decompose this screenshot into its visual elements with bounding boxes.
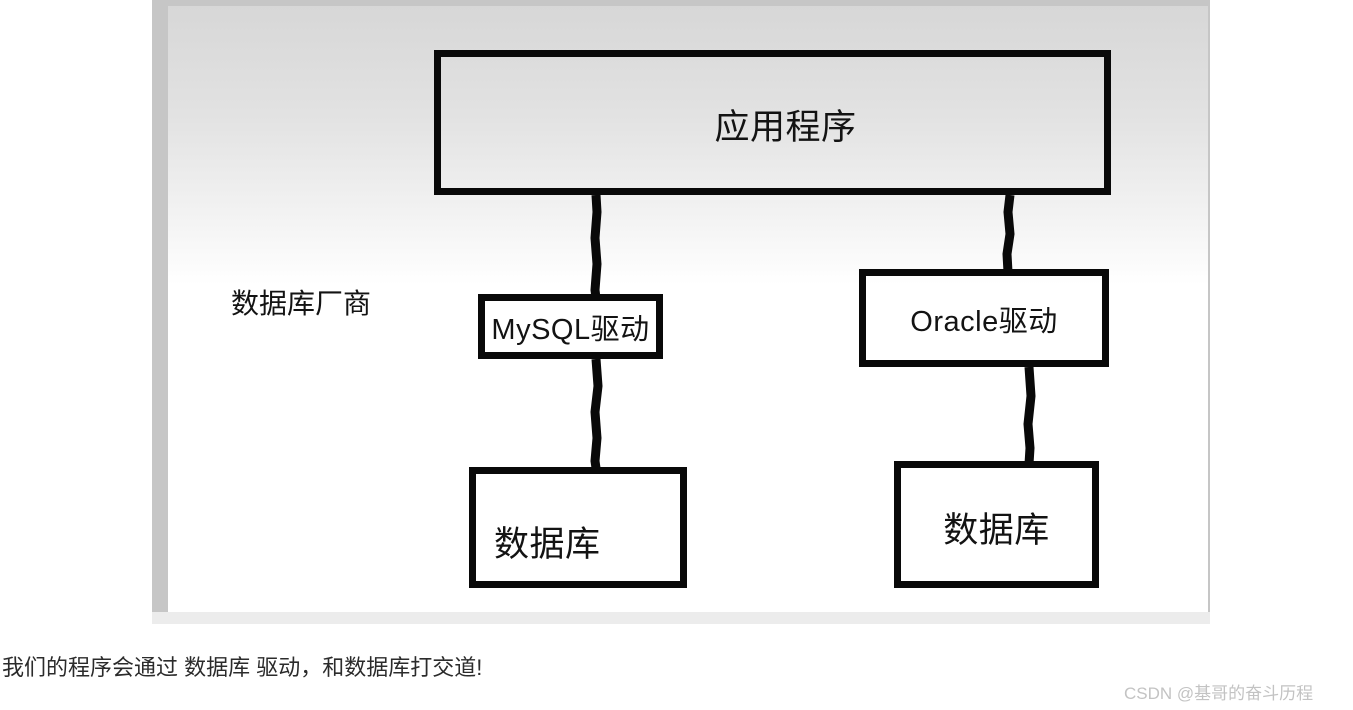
- connector-oracle-to-database: [1023, 366, 1036, 465]
- application-box: 应用程序: [434, 50, 1111, 195]
- csdn-watermark: CSDN @基哥的奋斗历程: [1124, 684, 1314, 703]
- application-box-label: 应用程序: [714, 108, 857, 147]
- database-vendor-label: 数据库厂商: [231, 288, 372, 319]
- mysql-driver-box-label: MySQL驱动: [491, 314, 650, 346]
- slide-canvas: 应用程序 MySQL驱动 Oracle驱动 数据库 数据库 数据库厂商: [168, 6, 1208, 612]
- database-box-right-label: 数据库: [943, 511, 1050, 550]
- connector-app-to-mysql: [590, 194, 602, 299]
- database-box-left-label: 数据库: [494, 525, 601, 564]
- slide-bottom-band: [152, 612, 1210, 624]
- connector-mysql-to-database: [590, 358, 603, 469]
- oracle-driver-box-label: Oracle驱动: [910, 305, 1058, 338]
- connector-app-to-oracle: [1002, 194, 1015, 273]
- oracle-driver-box: Oracle驱动: [859, 269, 1109, 367]
- database-box-right: 数据库: [894, 461, 1099, 588]
- architecture-diagram: 应用程序 MySQL驱动 Oracle驱动 数据库 数据库 数据库厂商: [168, 6, 1208, 612]
- mysql-driver-box: MySQL驱动: [478, 294, 663, 359]
- database-box-left: 数据库: [469, 467, 687, 588]
- slide-panel: 应用程序 MySQL驱动 Oracle驱动 数据库 数据库 数据库厂商: [152, 0, 1210, 624]
- page-caption: 我们的程序会通过 数据库 驱动，和数据库打交道!: [2, 655, 483, 680]
